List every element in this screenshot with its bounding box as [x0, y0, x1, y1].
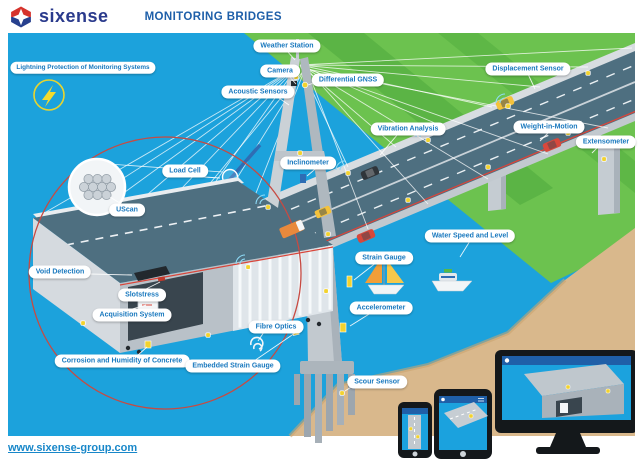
pylon	[262, 39, 353, 333]
void-scanner-device	[134, 266, 170, 281]
inclinometer-device	[300, 174, 306, 183]
label-scour-sensor: Scour Sensor	[347, 375, 407, 389]
slotstress-device	[157, 276, 166, 282]
label-void-detection: Void Detection	[28, 265, 92, 279]
label-vibration-analysis: Vibration Analysis	[370, 122, 446, 136]
label-weather-station: Weather Station	[253, 39, 321, 53]
vehicles	[279, 96, 562, 243]
phone-device	[398, 402, 432, 458]
corrosion-sensor-device	[144, 340, 152, 349]
uscan-inset-circle	[67, 157, 127, 217]
accelerometer-device	[339, 322, 347, 333]
label-water-speed-and-level: Water Speed and Level	[424, 229, 516, 243]
label-inclinometer: Inclinometer	[280, 156, 336, 170]
label-camera: Camera	[260, 64, 300, 78]
footer: www.sixense-group.com	[8, 438, 137, 458]
sixense-logo-icon	[10, 6, 32, 28]
label-fibre-optics: Fibre Optics	[248, 320, 304, 334]
motorboat	[431, 269, 473, 292]
strain-gauge-device	[346, 275, 353, 288]
website-link[interactable]: www.sixense-group.com	[8, 442, 138, 454]
label-slotstress: Slotstress	[118, 288, 166, 302]
bridge-piers	[488, 146, 620, 215]
tablet-device	[434, 389, 492, 459]
camera-device	[291, 81, 297, 86]
lightning-icon	[33, 79, 65, 111]
header: sixense MONITORING BRIDGES	[0, 0, 643, 33]
label-embedded-strain-gauge: Embedded Strain Gauge	[185, 359, 281, 373]
label-acquisition-system: Acquisition System	[92, 308, 172, 322]
bridge-monitoring-diagram: Lightning Protection of Monitoring Syste…	[8, 33, 637, 460]
label-displacement-sensor: Displacement Sensor	[485, 62, 571, 76]
wifi-arcs	[235, 93, 506, 265]
page-title: MONITORING BRIDGES	[144, 10, 282, 23]
label-lightning-protection: Lightning Protection of Monitoring Syste…	[10, 61, 156, 75]
label-load-cell: Load Cell	[162, 164, 208, 178]
brand-name: sixense	[39, 6, 109, 26]
label-strain-gauge: Strain Gauge	[355, 251, 413, 265]
gnss-antenna	[301, 81, 309, 89]
label-differential-gnss: Differential GNSS	[311, 73, 385, 87]
label-accelerometer: Accelerometer	[349, 301, 413, 315]
label-weight-in-motion: Weight-in-Motion	[513, 120, 585, 134]
label-corrosion-and-humidity: Corrosion and Humidity of Concrete	[54, 354, 190, 368]
monitor-device	[495, 350, 635, 454]
magnified-box-girder	[33, 177, 334, 355]
sensor-dots	[80, 70, 607, 396]
label-uscan: UScan	[109, 203, 145, 217]
label-acoustic-sensors: Acoustic Sensors	[221, 85, 295, 99]
label-extensometer: Extensometer	[575, 135, 637, 149]
